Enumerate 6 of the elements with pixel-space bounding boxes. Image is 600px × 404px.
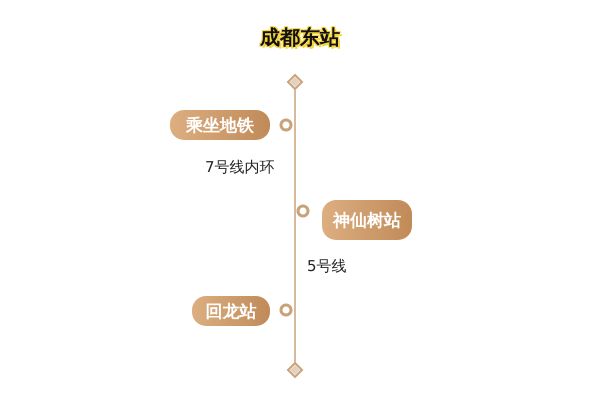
title: 成都东站 bbox=[260, 25, 340, 49]
station-label: 神仙树站 bbox=[322, 200, 412, 240]
station-label: 乘坐地铁 bbox=[170, 110, 270, 140]
station-label: 回龙站 bbox=[192, 296, 270, 326]
line-label: 5号线 bbox=[307, 257, 347, 276]
line-label: 7号线内环 bbox=[205, 158, 275, 177]
